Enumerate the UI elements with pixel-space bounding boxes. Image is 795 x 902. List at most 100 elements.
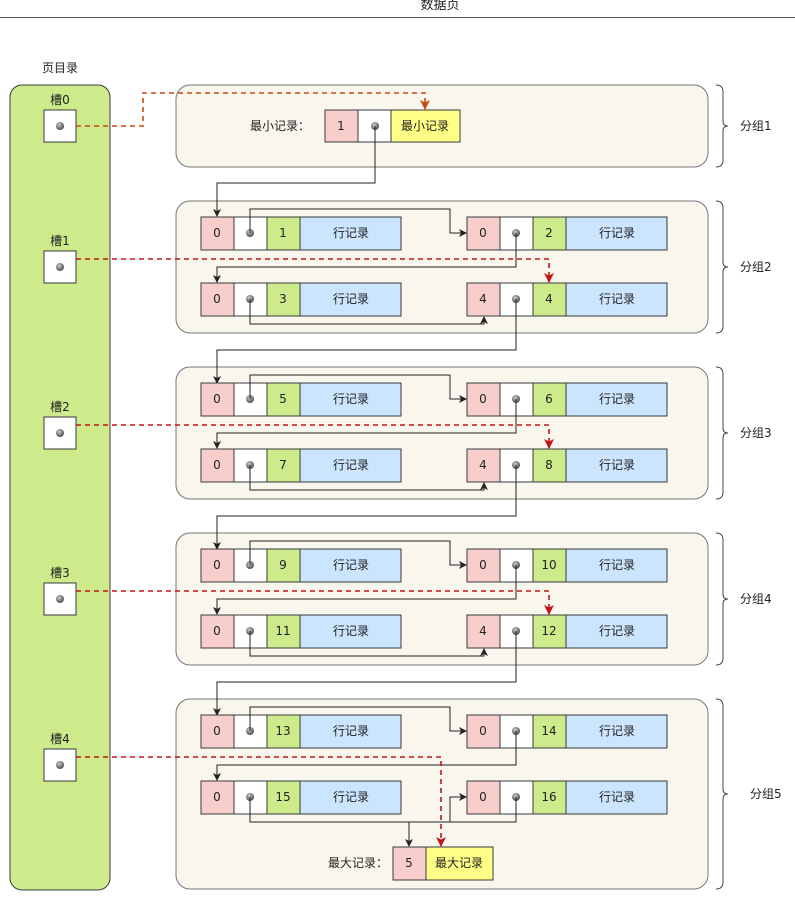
slot-pointer-arrow	[76, 424, 554, 449]
heap-no-value: 4	[545, 292, 553, 306]
next-record-arrow	[213, 126, 376, 217]
slot-label: 槽0	[50, 93, 70, 107]
next-record-arrow	[405, 797, 517, 847]
heap-no-value: 15	[275, 790, 290, 804]
n-owned-cell	[466, 714, 501, 749]
n-owned-cell	[466, 548, 501, 583]
n-owned-value: 0	[213, 724, 221, 738]
max-record-body	[425, 846, 494, 881]
next-record-arrow	[249, 706, 467, 735]
next-record-arrow	[213, 731, 517, 781]
page-title: 数据页	[420, 0, 460, 13]
row-record-text: 行记录	[333, 458, 369, 472]
heap-no-cell	[266, 282, 301, 317]
row-record-text: 行记录	[333, 292, 369, 306]
group-label: 分组5	[750, 787, 782, 801]
row-record-cell	[565, 714, 668, 749]
next-record-arrow	[213, 299, 517, 384]
pointer-dot-icon	[56, 122, 64, 130]
next-record-arrow	[213, 631, 517, 716]
heap-no-cell	[532, 448, 567, 483]
slot-label: 槽4	[50, 732, 70, 746]
n-owned-value: 4	[479, 458, 487, 472]
group-label: 分组2	[740, 260, 772, 274]
row-record-cell	[299, 780, 402, 815]
next-record-arrow	[249, 208, 467, 237]
heap-no-value: 16	[541, 790, 556, 804]
next-record-arrow	[213, 233, 517, 283]
row-record-cell	[565, 548, 668, 583]
heap-no-value: 10	[541, 558, 556, 572]
next-record-arrow	[249, 540, 467, 569]
heap-no-value: 1	[279, 226, 287, 240]
page-directory	[9, 84, 111, 891]
n-owned-value: 0	[213, 292, 221, 306]
heap-no-cell	[266, 780, 301, 815]
row-record-text: 行记录	[599, 558, 635, 572]
slot-pointer-arrow	[76, 92, 430, 127]
row-record-text: 行记录	[599, 790, 635, 804]
n-owned-value: 0	[479, 392, 487, 406]
row-record-cell	[299, 548, 402, 583]
row-record-cell	[565, 614, 668, 649]
group-brace	[715, 698, 729, 890]
row-record-text: 行记录	[599, 292, 635, 306]
heap-no-cell	[532, 282, 567, 317]
row-record-cell	[299, 282, 402, 317]
heap-no-cell	[532, 714, 567, 749]
slot-label: 槽1	[50, 234, 70, 248]
row-record-cell	[299, 714, 402, 749]
title-divider	[0, 17, 795, 18]
n-owned-cell	[200, 282, 235, 317]
n-owned-value: 1	[337, 119, 345, 133]
n-owned-value: 0	[479, 724, 487, 738]
n-owned-value: 0	[213, 392, 221, 406]
row-record-cell	[299, 382, 402, 417]
row-record-text: 行记录	[599, 392, 635, 406]
row-record-cell	[299, 448, 402, 483]
heap-no-value: 6	[545, 392, 553, 406]
n-owned-cell	[466, 614, 501, 649]
row-record-text: 行记录	[333, 790, 369, 804]
slot-label: 槽2	[50, 400, 70, 414]
n-owned-cell	[200, 714, 235, 749]
row-record-cell	[299, 614, 402, 649]
row-record-cell	[565, 282, 668, 317]
pointer-dot-icon	[56, 761, 64, 769]
row-record-text: 行记录	[599, 624, 635, 638]
row-record-text: 行记录	[333, 724, 369, 738]
next-record-arrow	[249, 465, 488, 491]
min-record-text: 最小记录	[401, 119, 449, 133]
pointer-dot-icon	[56, 429, 64, 437]
n-owned-value: 0	[213, 558, 221, 572]
heap-no-value: 5	[279, 392, 287, 406]
heap-no-cell	[266, 216, 301, 251]
heap-no-value: 12	[541, 624, 556, 638]
row-record-text: 行记录	[333, 392, 369, 406]
slot-box	[43, 250, 77, 284]
directory-label: 页目录	[42, 61, 78, 75]
heap-no-value: 9	[279, 558, 287, 572]
heap-no-cell	[532, 548, 567, 583]
n-owned-value: 0	[213, 226, 221, 240]
heap-no-value: 7	[279, 458, 287, 472]
heap-no-cell	[266, 382, 301, 417]
next-record-arrow	[249, 374, 467, 403]
row-record-text: 行记录	[599, 724, 635, 738]
row-record-cell	[565, 448, 668, 483]
group-brace	[715, 366, 729, 500]
max-record-text: 最大记录	[435, 856, 483, 870]
n-owned-cell	[466, 382, 501, 417]
row-record-cell	[565, 780, 668, 815]
group-brace	[715, 84, 729, 168]
heap-no-value: 2	[545, 226, 553, 240]
n-owned-cell	[392, 846, 427, 881]
row-record-text: 行记录	[333, 226, 369, 240]
n-owned-value: 5	[405, 856, 413, 870]
min-record-label: 最小记录：	[250, 119, 310, 133]
row-record-text: 行记录	[599, 226, 635, 240]
n-owned-cell	[200, 780, 235, 815]
group-brace	[715, 532, 729, 666]
n-owned-cell	[324, 109, 359, 143]
